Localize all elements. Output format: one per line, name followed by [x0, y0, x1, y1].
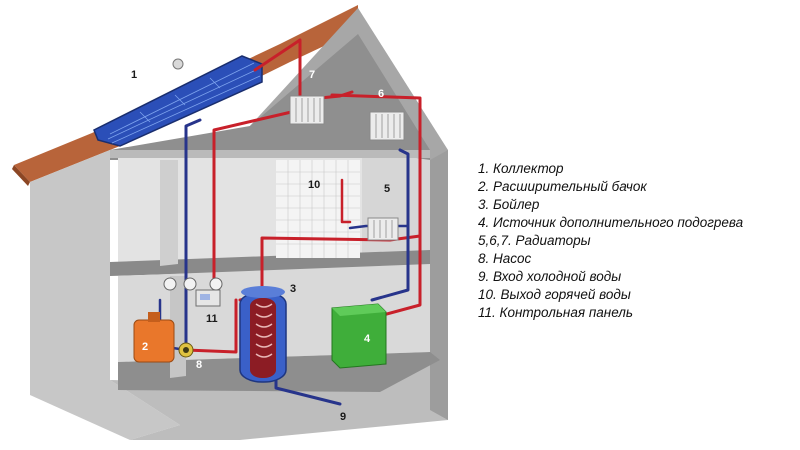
- legend-item-expansion-tank: 2. Расширительный бачок: [478, 179, 647, 194]
- callout-2: 2: [142, 341, 148, 353]
- front-wall: [30, 150, 180, 440]
- callout-5: 5: [384, 183, 390, 195]
- control-panel: [195, 289, 221, 307]
- legend: 1. Коллектор 2. Расширительный бачок 3. …: [478, 160, 743, 322]
- gauge-1: [163, 277, 177, 291]
- hot-pipe-lower: [184, 298, 238, 354]
- legend-item-control-panel: 11. Контрольная панель: [478, 305, 633, 320]
- legend-item-pump: 8. Насос: [478, 251, 532, 266]
- lower-front-wall: [110, 350, 448, 440]
- callout-3: 3: [290, 283, 296, 295]
- cold-pipe-return: [370, 148, 410, 302]
- auxiliary-heater: [331, 303, 387, 369]
- collector-sensor: [172, 58, 184, 70]
- legend-item-boiler: 3. Бойлер: [478, 197, 540, 212]
- callout-1: 1: [131, 69, 137, 81]
- pump: [178, 342, 194, 358]
- legend-item-cold-water-inlet: 9. Вход холодной воды: [478, 269, 622, 284]
- legend-item-auxiliary-heater: 4. Источник дополнительного подогрева: [478, 215, 744, 230]
- roof-edge: [12, 165, 30, 186]
- bathroom-tiles: [276, 160, 360, 258]
- legend-item-hot-water-outlet: 10. Выход горячей воды: [478, 287, 631, 302]
- collector-tubes: [107, 62, 261, 144]
- legend-item-radiators: 5,6,7. Радиаторы: [478, 233, 591, 248]
- callout-8: 8: [196, 359, 202, 371]
- callout-6: 6: [378, 88, 384, 100]
- callout-7: 7: [309, 69, 315, 81]
- upper-partition: [160, 160, 178, 266]
- callout-10: 10: [308, 179, 320, 191]
- callout-9: 9: [340, 411, 346, 423]
- expansion-tank: [133, 312, 175, 363]
- legend-item-collector: 1. Коллектор: [478, 161, 564, 176]
- right-wall: [430, 150, 448, 420]
- solar-collector: [93, 55, 263, 147]
- gauge-3: [209, 277, 223, 291]
- boiler: [239, 286, 287, 383]
- tile-grid: [276, 160, 360, 258]
- hot-water-outlet: [340, 178, 352, 224]
- radiator-7: [289, 95, 325, 125]
- gauge-2: [183, 277, 197, 291]
- attic-interior: [110, 34, 430, 160]
- radiator-5: [367, 217, 399, 241]
- callout-4: 4: [364, 333, 371, 345]
- hot-pipe-right-riser: [330, 93, 422, 320]
- callout-11: 11: [206, 313, 218, 325]
- cold-pipe-collector: [184, 118, 202, 352]
- upper-floor-front-edge: [110, 150, 430, 158]
- radiator-6: [369, 111, 405, 141]
